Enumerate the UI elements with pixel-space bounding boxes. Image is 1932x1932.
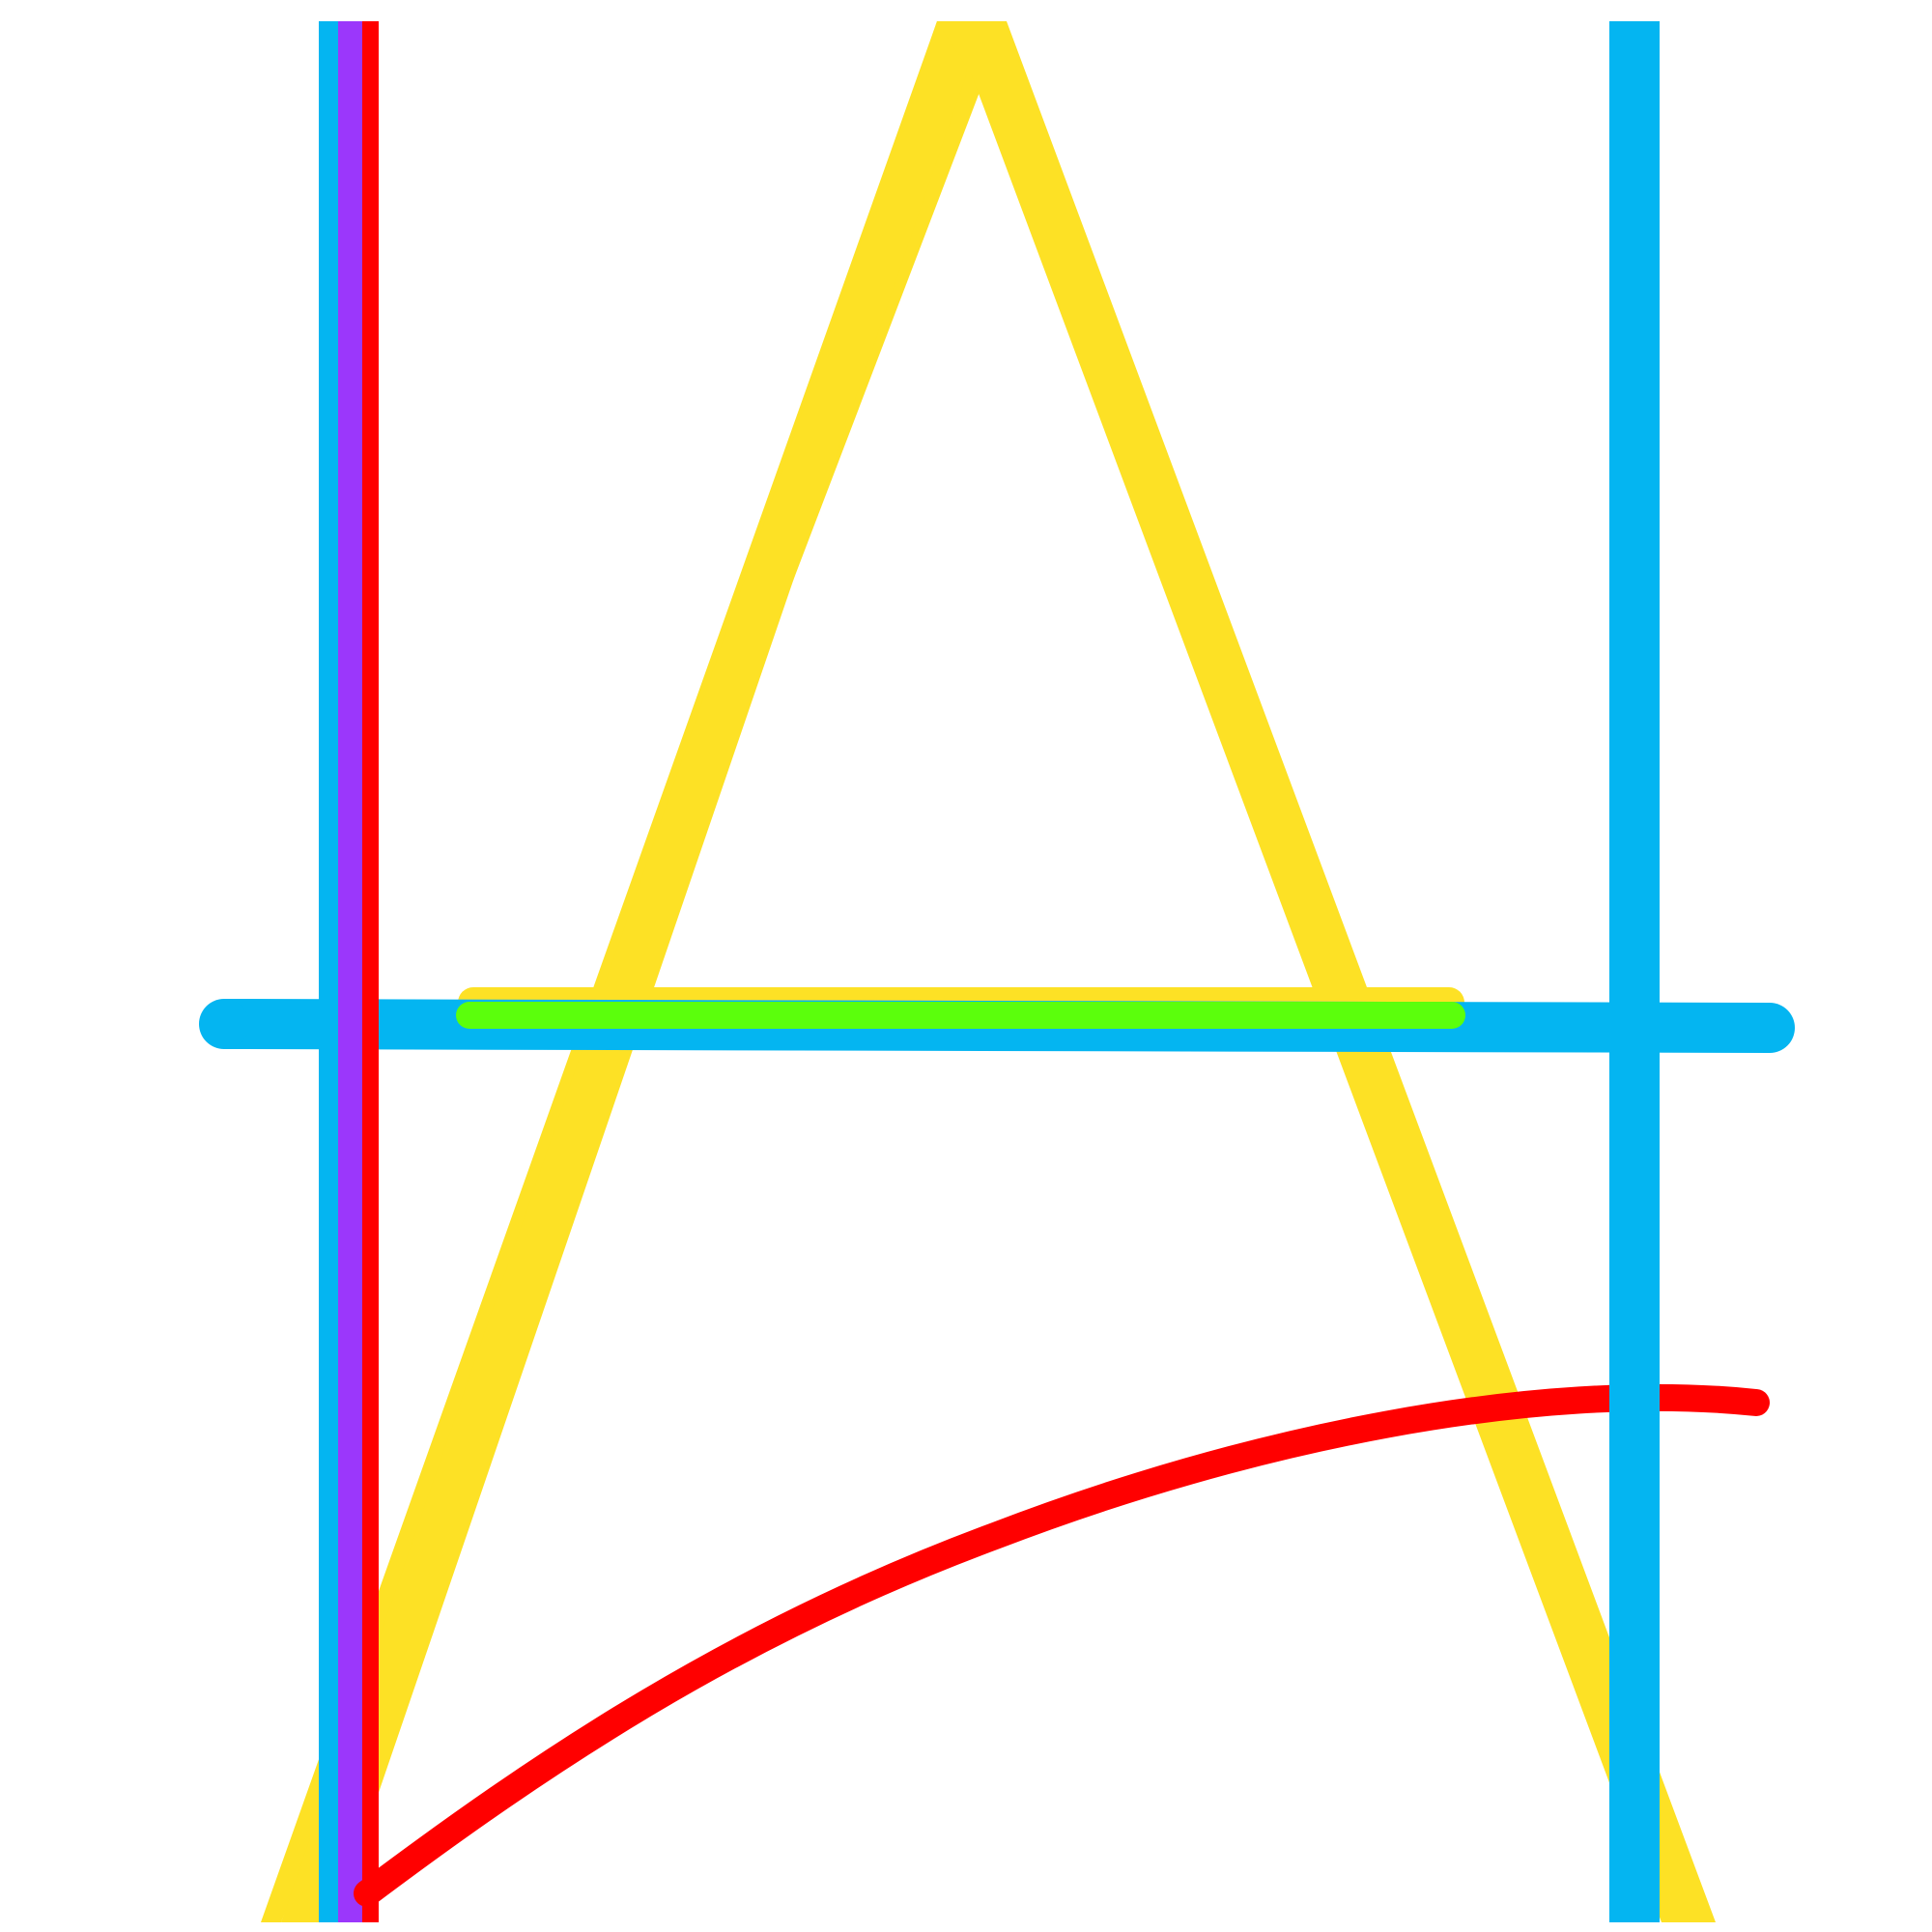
yellow-a-left-leg-inner: [281, 21, 972, 1922]
blue-vertical-line-left: [319, 21, 338, 1922]
green-crossbar: [456, 1002, 1465, 1029]
blue-horizontal-line-left-cap: [199, 999, 249, 1049]
purple-vertical-line: [338, 21, 362, 1922]
blue-vertical-line-right: [1609, 21, 1660, 1922]
yellow-a-right-leg: [937, 21, 1716, 1922]
red-vertical-line: [362, 21, 379, 1922]
red-curve: [354, 1383, 1770, 1907]
blue-horizontal-line-right-cap: [1745, 1003, 1795, 1053]
